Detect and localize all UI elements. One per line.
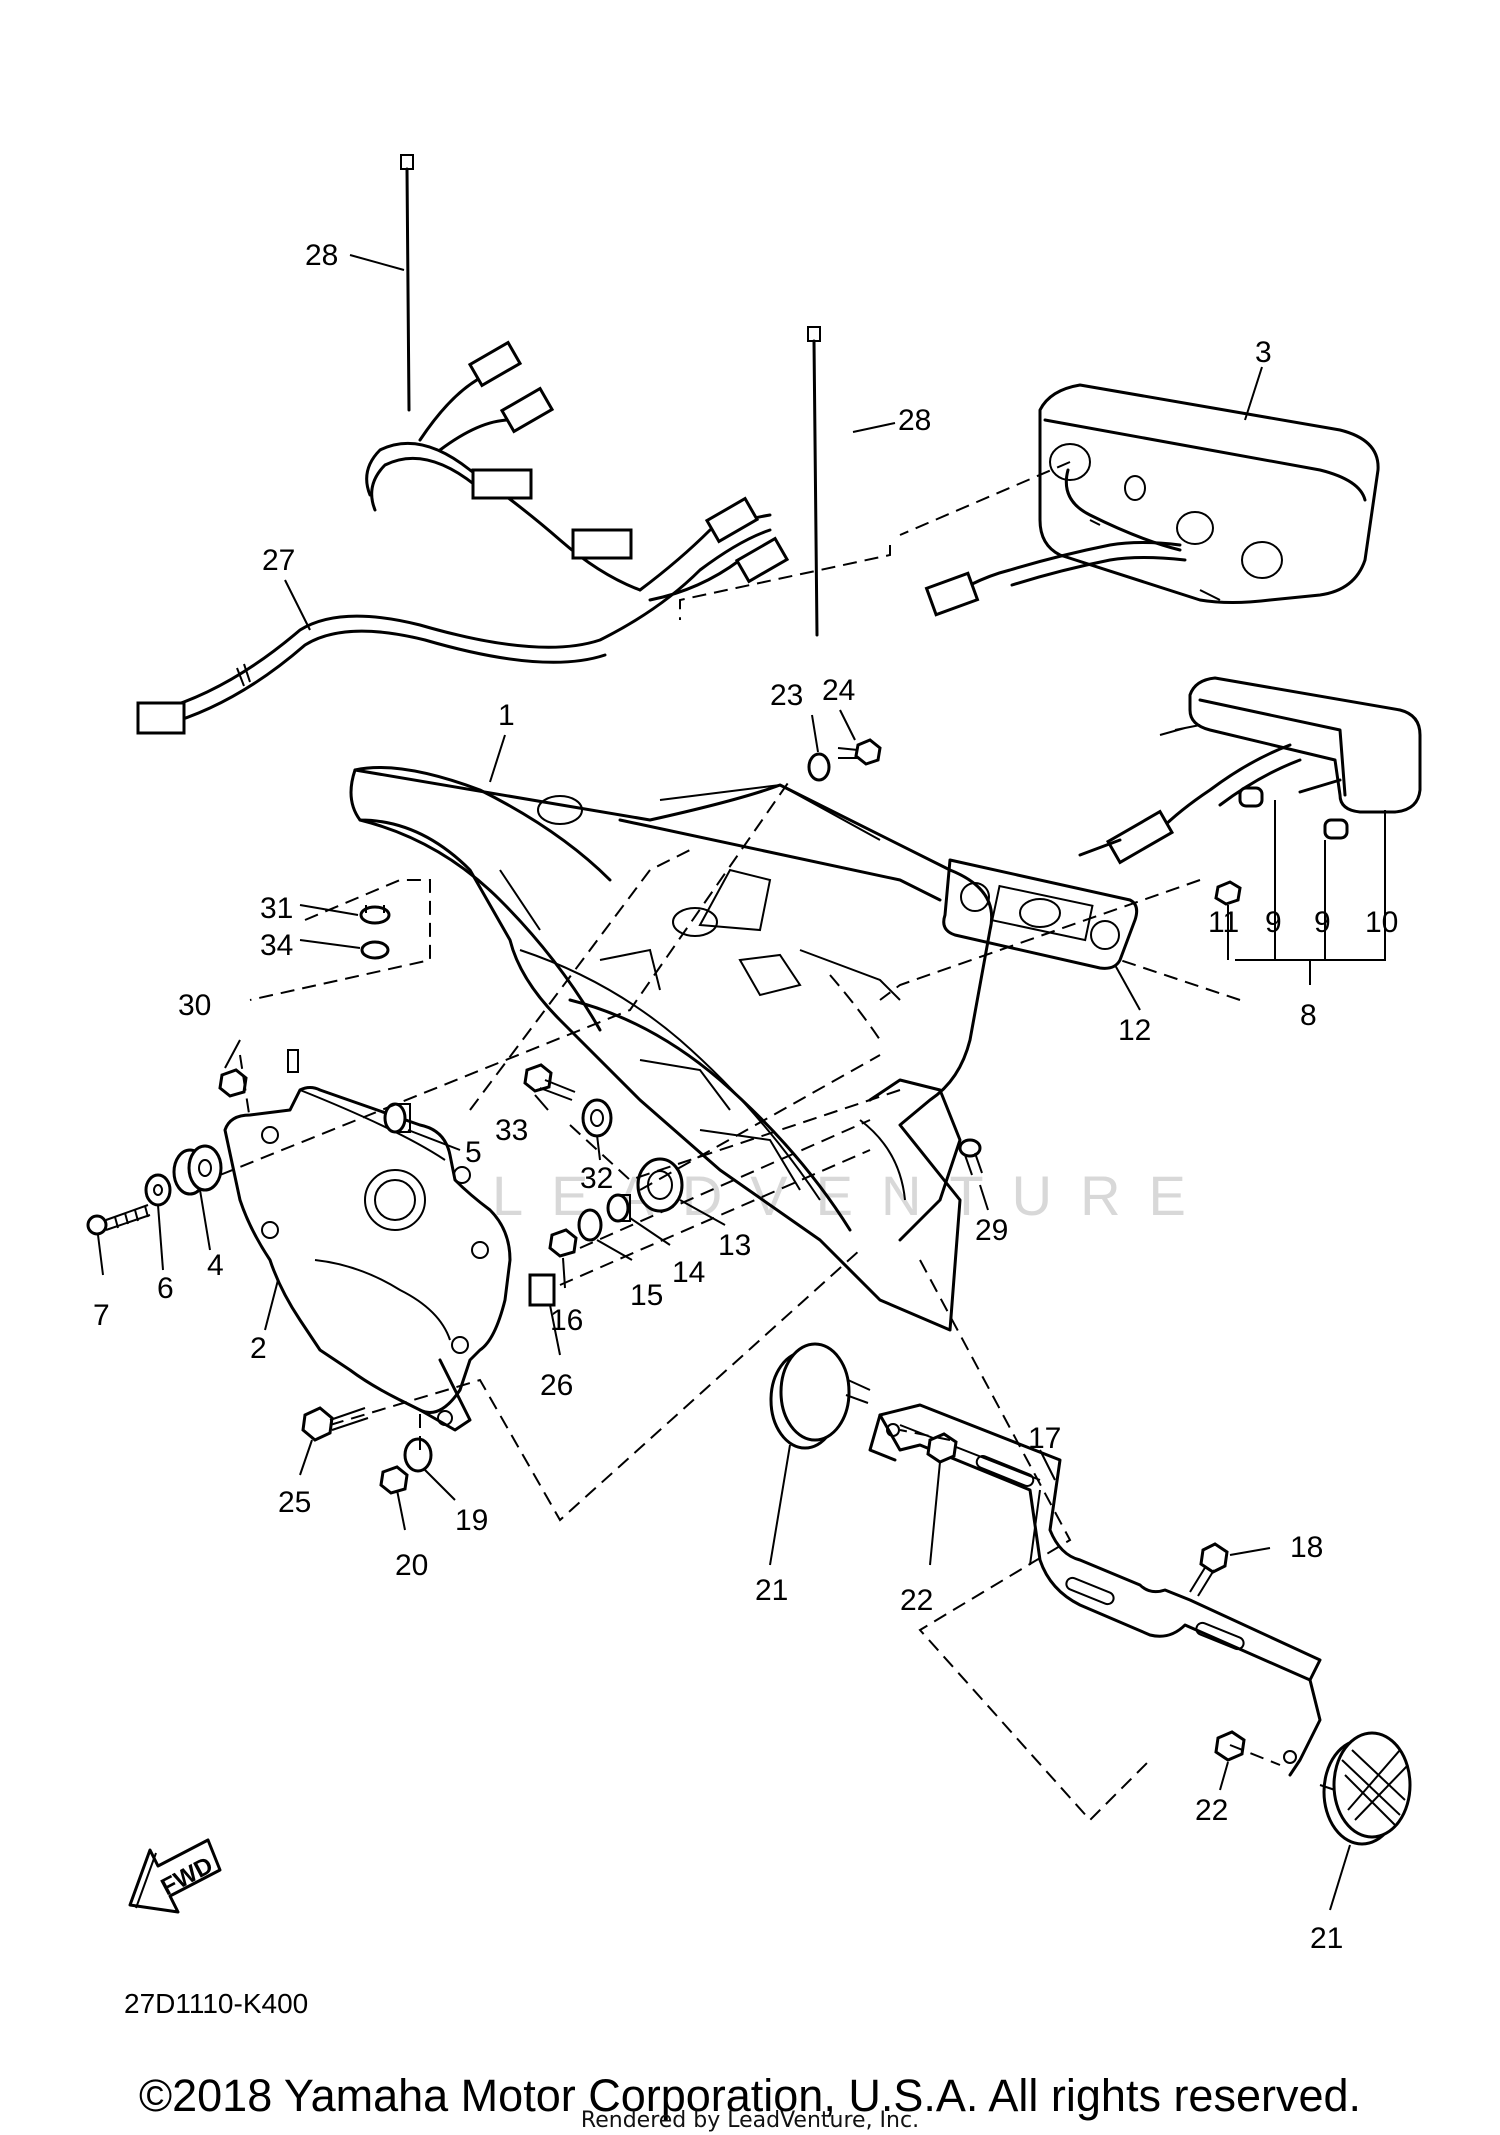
nut-22-upper	[926, 1432, 958, 1464]
assembly-lines	[219, 461, 1281, 1822]
callout-17: 17	[1028, 1422, 1061, 1455]
callout-12: 12	[1118, 1014, 1151, 1047]
callout-25: 25	[278, 1486, 311, 1519]
bulbs	[1238, 786, 1349, 840]
callout-1: 1	[498, 699, 515, 732]
tail-light	[924, 383, 1380, 617]
callout-27: 27	[262, 544, 295, 577]
callout-21-upper: 21	[755, 1574, 788, 1607]
license-plate-bracket	[223, 1049, 512, 1432]
callout-29: 29	[975, 1214, 1008, 1247]
callout-21-lower: 21	[1310, 1922, 1343, 1955]
callout-18: 18	[1290, 1531, 1323, 1564]
callout-28-left: 28	[305, 239, 338, 272]
gasket	[942, 858, 1139, 970]
callout-15: 15	[630, 1279, 663, 1312]
callout-14: 14	[672, 1256, 705, 1289]
callout-31: 31	[260, 892, 293, 925]
fwd-arrow-icon: FWD	[128, 1838, 222, 1914]
fastener-hardware-left	[86, 738, 983, 1495]
callout-28-right: 28	[898, 404, 931, 437]
callout-30: 30	[178, 989, 211, 1022]
callout-8: 8	[1300, 999, 1317, 1032]
fwd-label: FWD	[157, 1852, 218, 1901]
callout-7: 7	[93, 1299, 110, 1332]
rendered-by-credit: Rendered by LeadVenture, Inc.	[580, 2108, 920, 2133]
callout-2: 2	[250, 1332, 267, 1365]
callout-33: 33	[495, 1114, 528, 1147]
callout-11: 11	[1208, 906, 1239, 939]
rear-fender	[349, 766, 994, 1332]
callout-26: 26	[540, 1369, 573, 1402]
callout-22-upper: 22	[900, 1584, 933, 1617]
callout-16: 16	[550, 1304, 583, 1337]
cable-tie-right	[807, 326, 821, 637]
callout-23: 23	[770, 679, 803, 712]
callout-4: 4	[207, 1249, 224, 1282]
callout-9-b: 9	[1314, 906, 1331, 939]
cable-tie-left	[400, 154, 414, 412]
callout-32: 32	[580, 1162, 613, 1195]
callout-34: 34	[260, 929, 293, 962]
callout-3: 3	[1255, 336, 1272, 369]
callout-24: 24	[822, 674, 855, 707]
nut-11	[1214, 880, 1242, 906]
reflector-upper	[769, 1342, 871, 1450]
callout-5: 5	[465, 1136, 482, 1169]
callout-numbers: 28 28 3 27 24 23 1 31 34 30 5 33 32 11 9…	[93, 239, 1398, 1955]
watermark-text: LEADVENTURE	[492, 1164, 1214, 1227]
callout-9-a: 9	[1265, 906, 1282, 939]
license-light	[1078, 676, 1422, 865]
reflector-bracket	[868, 1403, 1322, 1777]
callout-6: 6	[157, 1272, 174, 1305]
bolt-18	[1189, 1542, 1229, 1597]
callout-22-lower: 22	[1195, 1794, 1228, 1827]
callout-10: 10	[1365, 906, 1398, 939]
callout-20: 20	[395, 1549, 428, 1582]
reflector-lower	[1319, 1731, 1412, 1846]
wiring-harness	[136, 340, 790, 735]
callout-19: 19	[455, 1504, 488, 1537]
copyright-notice: ©2018 Yamaha Motor Corporation, U.S.A. A…	[138, 2070, 1362, 2121]
leader-lines	[97, 254, 1386, 1911]
diagram-code: 27D1110-K400	[124, 1988, 309, 2019]
callout-13: 13	[718, 1229, 751, 1262]
